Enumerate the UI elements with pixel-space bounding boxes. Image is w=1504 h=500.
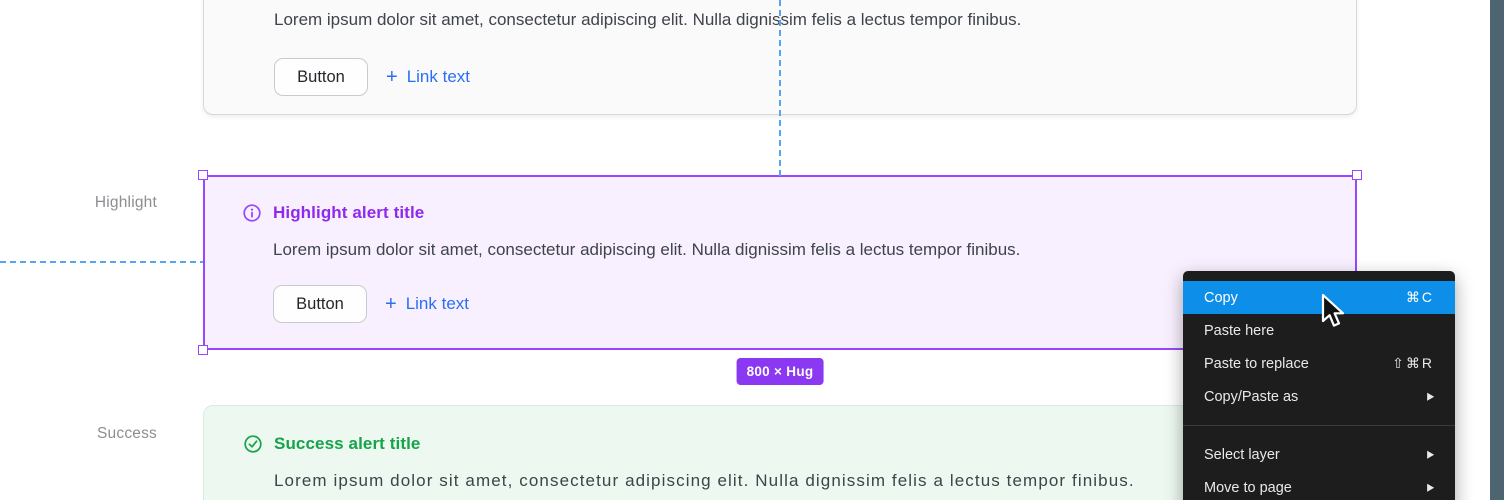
alert-link[interactable]: + Link text — [386, 67, 470, 87]
vertical-alignment-guide — [779, 0, 781, 176]
alert-button[interactable]: Button — [274, 58, 368, 96]
alert-link[interactable]: + Link text — [385, 294, 469, 314]
menu-item-label: Paste here — [1204, 322, 1275, 339]
selection-handle-top-left[interactable] — [198, 170, 208, 180]
alert-body-text: Lorem ipsum dolor sit amet, consectetur … — [273, 240, 1021, 259]
cursor-icon — [1320, 293, 1346, 336]
right-window-strip — [1490, 0, 1504, 500]
alert-link-label: Link text — [406, 67, 470, 86]
menu-item-move-to-page[interactable]: Move to page ▶ — [1183, 471, 1455, 500]
alert-card-success[interactable]: Success alert title Lorem ipsum dolor si… — [203, 405, 1357, 500]
selection-size-badge: 800 × Hug — [736, 358, 824, 385]
menu-item-label: Copy — [1204, 289, 1238, 306]
alert-body-text: Lorem ipsum dolor sit amet, consectetur … — [274, 471, 1135, 490]
menu-item-label: Move to page — [1204, 479, 1292, 496]
plus-icon: + — [385, 292, 397, 315]
alert-card-highlight[interactable]: Highlight alert title Lorem ipsum dolor … — [203, 175, 1357, 350]
menu-item-label: Copy/Paste as — [1204, 388, 1299, 405]
menu-item-label: Paste to replace — [1204, 355, 1309, 372]
info-icon — [243, 204, 261, 222]
section-label-highlight: Highlight — [94, 194, 157, 211]
alert-title: Highlight alert title — [273, 203, 425, 222]
menu-item-label: Select layer — [1204, 446, 1280, 463]
menu-item-select-layer[interactable]: Select layer ▶ — [1183, 438, 1455, 471]
menu-item-copy-paste-as[interactable]: Copy/Paste as ▶ — [1183, 380, 1455, 413]
menu-item-paste-here[interactable]: Paste here — [1183, 314, 1455, 347]
selection-handle-top-right[interactable] — [1352, 170, 1362, 180]
menu-item-copy[interactable]: Copy ⌘C — [1183, 281, 1455, 314]
check-circle-icon — [244, 435, 262, 453]
submenu-arrow-icon: ▶ — [1427, 390, 1434, 402]
horizontal-alignment-guide — [0, 261, 203, 263]
menu-item-shortcut: ⌘C — [1405, 289, 1434, 305]
submenu-arrow-icon: ▶ — [1427, 481, 1434, 493]
alert-title: Success alert title — [274, 434, 421, 453]
alert-body-text: Lorem ipsum dolor sit amet, consectetur … — [274, 10, 1022, 29]
plus-icon: + — [386, 65, 398, 88]
section-label-success: Success — [97, 425, 157, 442]
selection-handle-bottom-left[interactable] — [198, 345, 208, 355]
menu-separator — [1183, 425, 1455, 426]
menu-item-paste-to-replace[interactable]: Paste to replace ⇧⌘R — [1183, 347, 1455, 380]
menu-item-shortcut: ⇧⌘R — [1392, 355, 1434, 371]
submenu-arrow-icon: ▶ — [1427, 448, 1434, 460]
alert-link-label: Link text — [405, 294, 469, 313]
alert-button[interactable]: Button — [273, 285, 367, 323]
